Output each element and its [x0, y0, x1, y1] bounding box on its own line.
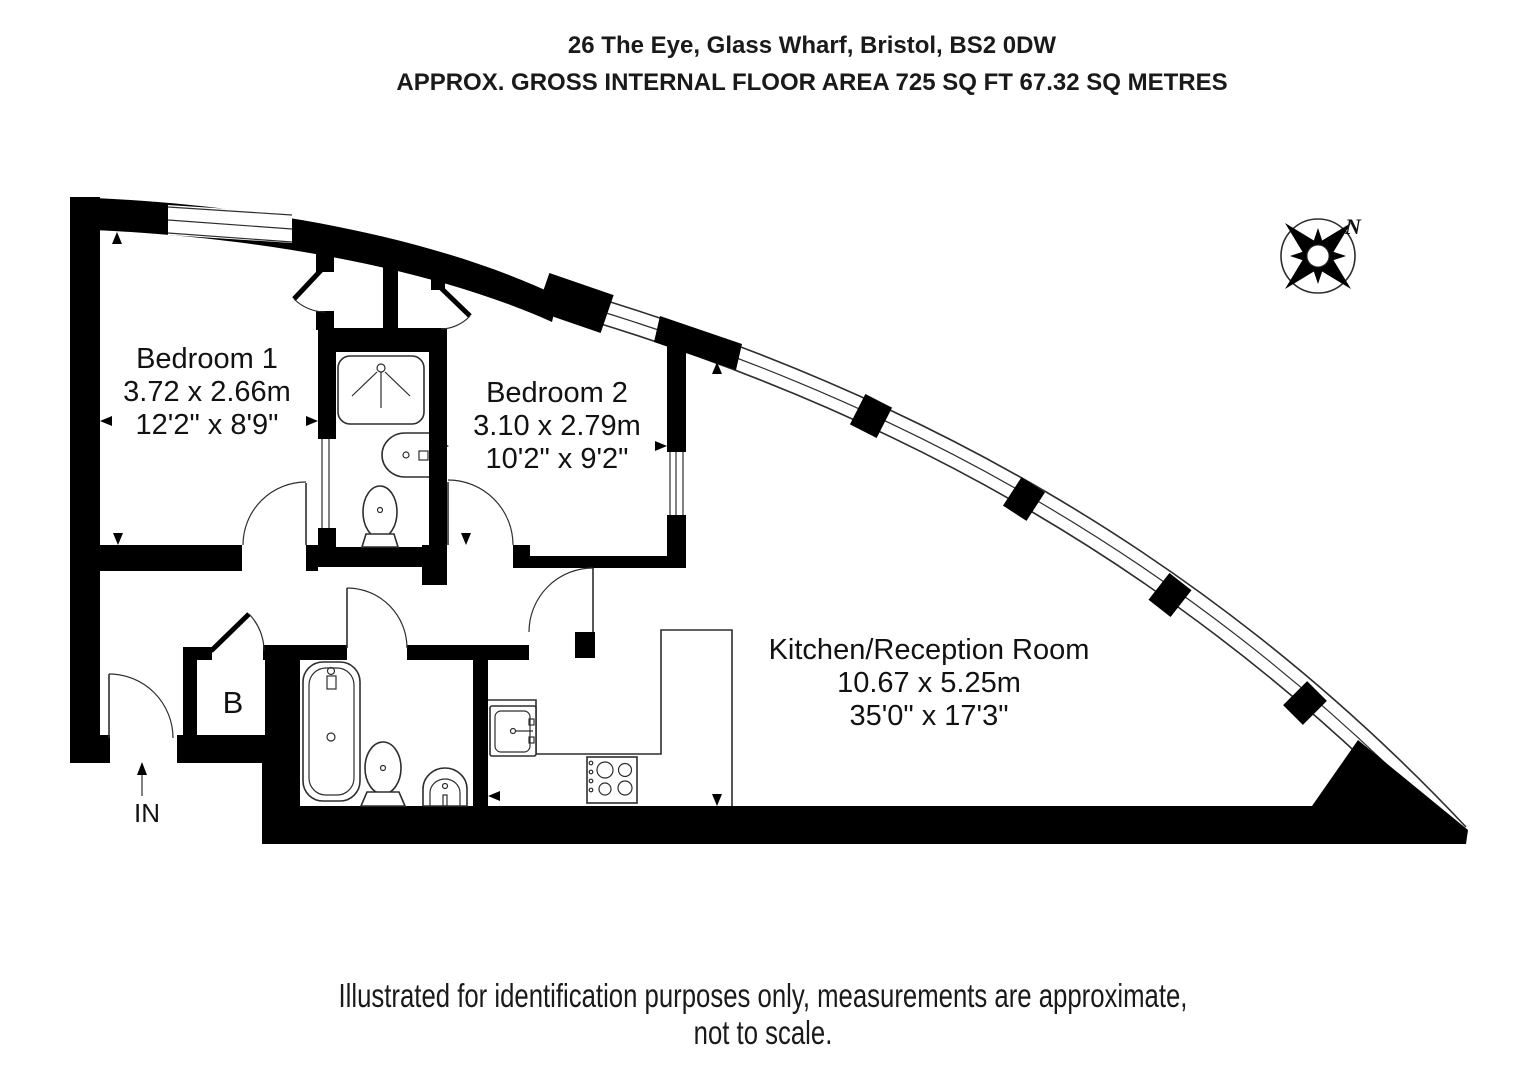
- kitchen-sink-icon: [489, 705, 537, 757]
- kitchen-name: Kitchen/Reception Room: [769, 634, 1090, 666]
- window-top: [167, 205, 293, 243]
- facade-mullion: [536, 273, 614, 333]
- ensuite-sliding-door: [318, 429, 336, 538]
- dim-arrow-down: [461, 533, 471, 545]
- bathroom-sink-icon: [422, 767, 468, 807]
- compass-icon: N: [1280, 214, 1362, 294]
- wardrobe-door-left: [292, 264, 327, 313]
- bedroom1-metric: 3.72 x 2.66m: [123, 376, 291, 408]
- kitchen-metric: 10.67 x 5.25m: [837, 667, 1021, 699]
- dim-arrow-right: [306, 416, 318, 426]
- window-bedroom2: [669, 452, 684, 515]
- wall-bottom: [262, 806, 1412, 844]
- facade-mullion: [1002, 477, 1046, 521]
- interior-walls: [70, 244, 686, 808]
- bedroom1-imperial: 12'2" x 8'9": [136, 409, 279, 441]
- facade-junction-block: [654, 316, 742, 370]
- bathroom-toilet-icon: [359, 741, 407, 807]
- kitchen-counter: [488, 629, 733, 806]
- dim-arrow-left: [488, 791, 500, 801]
- dim-arrow-down: [712, 794, 722, 806]
- kitchen-imperial: 35'0" x 17'3": [849, 700, 1008, 732]
- doors: [108, 264, 594, 739]
- bathroom-door: [346, 587, 408, 649]
- bedroom2-door: [447, 479, 514, 546]
- dim-arrow-left: [100, 416, 112, 426]
- facade-mullion: [1148, 572, 1192, 618]
- storage-door: [209, 612, 265, 653]
- ensuite-toilet-icon: [360, 485, 400, 548]
- dim-arrow-up: [460, 276, 470, 288]
- bedroom2-name: Bedroom 2: [486, 377, 628, 409]
- disclaimer-line2: not to scale.: [694, 1015, 833, 1052]
- bedroom1-door: [242, 481, 307, 546]
- dim-arrow-up: [712, 362, 722, 374]
- facade-mullion: [1283, 681, 1327, 725]
- shower-icon: [337, 355, 425, 425]
- hob-icon: [586, 756, 638, 804]
- wardrobe-door-right: [439, 286, 472, 330]
- dim-arrow-down: [113, 533, 123, 545]
- bath-icon: [302, 661, 361, 802]
- compass-north-label: N: [1344, 214, 1362, 239]
- dim-arrow-right: [437, 441, 449, 451]
- room-labels: Bedroom 1 3.72 x 2.66m 12'2" x 8'9" Bedr…: [123, 343, 1089, 828]
- entrance-marker: IN: [134, 762, 160, 828]
- storage-label: B: [223, 685, 244, 720]
- disclaimer-line1: Illustrated for identification purposes …: [339, 978, 1188, 1015]
- entrance-label: IN: [134, 798, 160, 828]
- kitchen-door: [528, 567, 594, 633]
- entrance-arrow-icon: [137, 762, 147, 775]
- wall-entry-left: [70, 735, 110, 763]
- ensuite-sink-icon: [381, 432, 429, 478]
- wall-left: [70, 197, 100, 763]
- outer-walls: [70, 197, 1468, 844]
- address-title: 26 The Eye, Glass Wharf, Bristol, BS2 0D…: [568, 32, 1056, 59]
- floor-area-title: APPROX. GROSS INTERNAL FLOOR AREA 725 SQ…: [396, 69, 1227, 96]
- fixtures: [302, 355, 733, 807]
- dimension-arrows: [100, 232, 1392, 806]
- bedroom2-imperial: 10'2" x 9'2": [486, 443, 629, 475]
- facade-mullion: [849, 394, 893, 438]
- entrance-door: [108, 673, 174, 739]
- dim-arrow-right: [1380, 792, 1392, 802]
- wall-top-sloped: [70, 197, 558, 322]
- bedroom1-name: Bedroom 1: [136, 343, 278, 375]
- bedroom2-metric: 3.10 x 2.79m: [473, 410, 641, 442]
- curved-glass-facade: [536, 273, 1468, 844]
- dim-arrow-right: [655, 441, 667, 451]
- dim-arrow-up: [112, 232, 122, 244]
